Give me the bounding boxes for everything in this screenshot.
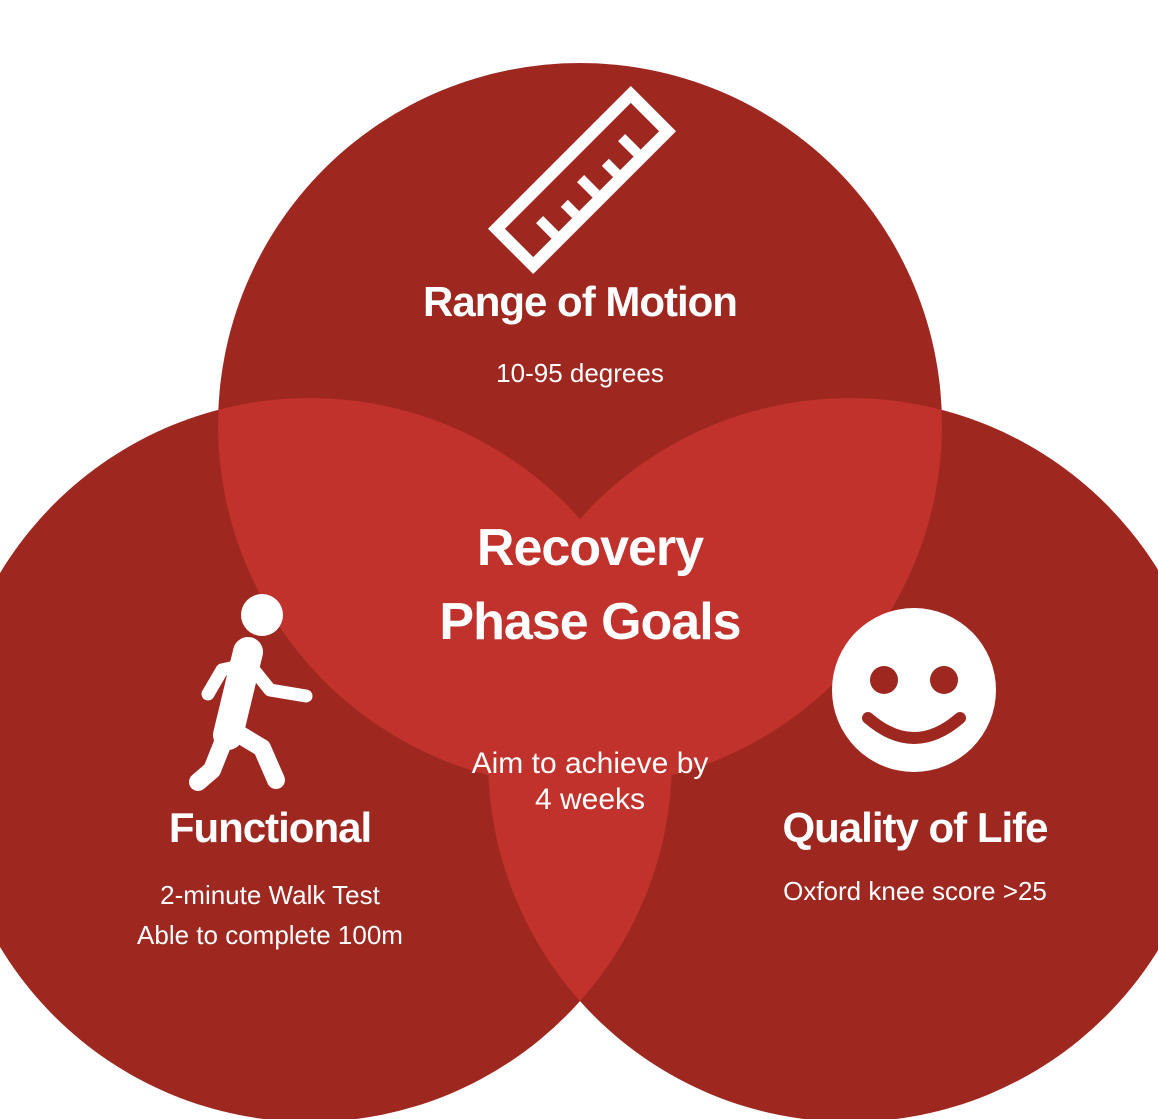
center-title-line1: Recovery [476, 519, 704, 577]
functional-detail-line2: Able to complete 100m [137, 920, 403, 950]
functional-detail-line1: 2-minute Walk Test [160, 880, 380, 910]
quality-of-life-title: Quality of Life [782, 804, 1048, 851]
quality-of-life-detail: Oxford knee score >25 [783, 876, 1047, 906]
range-of-motion-detail: 10-95 degrees [496, 358, 664, 388]
aim-text: Aim to achieve by 4 weeks [471, 747, 709, 816]
functional-title: Functional [168, 804, 372, 851]
ruler-icon [487, 85, 677, 275]
range-of-motion-title: Range of Motion [423, 278, 738, 325]
center-title-line2: Phase Goals [439, 593, 741, 651]
smiley-face-icon [832, 608, 996, 772]
walking-person-icon [189, 594, 313, 791]
